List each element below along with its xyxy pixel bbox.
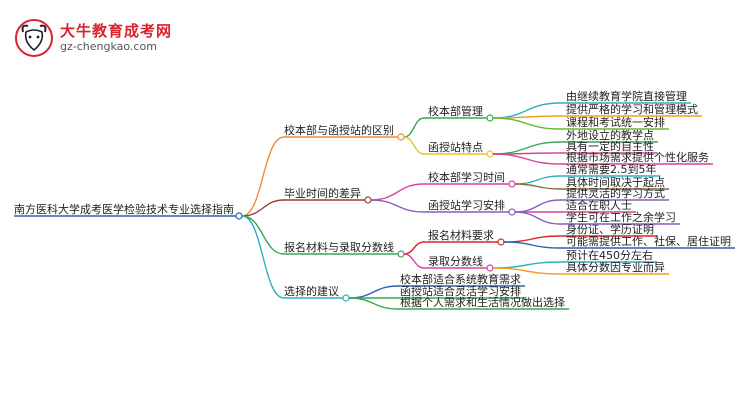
leaf-label: 具体分数因专业而异 [566, 260, 665, 274]
leaf-label: 校本部适合系统教育需求 [400, 272, 521, 286]
leaf-connector [503, 235, 561, 243]
leaf-label: 提供灵活的学习方式 [566, 186, 665, 200]
branch-child-connector [403, 253, 425, 269]
leaf-connector [492, 267, 561, 275]
leaf-connector [514, 183, 561, 190]
leaf-connector [514, 199, 561, 213]
leaf-label: 由继续教育学院直接管理 [566, 89, 687, 103]
leaf-label: 身份证、学历证明 [566, 222, 654, 236]
leaf-connector [503, 241, 561, 249]
sub-branch-label: 校本部管理 [428, 104, 483, 118]
leaf-label: 具有一定的自主性 [566, 139, 654, 153]
root-label: 南方医科大学成考医学检验技术专业选择指南 [14, 202, 234, 216]
leaf-label: 预计在450分左右 [566, 248, 653, 262]
branch-knot [397, 133, 405, 141]
branch-child-connector [370, 199, 425, 213]
branch-knot [364, 196, 372, 204]
root-branch-connector [241, 199, 285, 217]
sub-branch-label: 录取分数线 [428, 254, 483, 268]
sub-branch-knot [508, 208, 516, 216]
leaf-label: 具体时间取决于起点 [566, 175, 665, 189]
sub-branch-knot [486, 114, 494, 122]
sub-branch-knot [486, 264, 494, 272]
sub-branch-knot [508, 180, 516, 188]
leaf-connector [514, 211, 561, 225]
branch-label: 选择的建议 [284, 284, 339, 298]
branch-knot [342, 294, 350, 302]
leaf-connector [348, 285, 399, 299]
leaf-connector [492, 153, 561, 165]
leaf-label: 外地设立的教学点 [566, 128, 654, 142]
leaf-connector [492, 261, 561, 269]
root-branch-connector [241, 215, 285, 255]
leaf-label: 根据市场需求提供个性化服务 [566, 150, 709, 164]
sub-branch-label: 函授站特点 [428, 140, 483, 154]
leaf-label: 提供严格的学习和管理模式 [566, 102, 698, 116]
leaf-label: 通常需要2.5到5年 [566, 162, 657, 176]
brand-url: gz-chengkao.com [60, 40, 157, 53]
brand-title: 大牛教育成考网 [60, 22, 173, 40]
sub-branch-knot [497, 238, 505, 246]
branch-child-connector [403, 241, 425, 255]
leaf-connector [492, 141, 561, 155]
leaf-label: 课程和考试统一安排 [566, 115, 665, 129]
sub-branch-label: 函授站学习安排 [428, 198, 505, 212]
leaf-connector [492, 117, 561, 130]
brand-header: 大牛教育成考网 gz-chengkao.com [14, 18, 194, 58]
root-branch-connector [241, 215, 285, 299]
leaf-connector [514, 175, 561, 185]
branch-child-connector [403, 117, 425, 138]
leaf-label: 可能需提供工作、社保、居住证明 [566, 234, 731, 248]
leaf-label: 学生可在工作之余学习 [566, 210, 676, 224]
branch-label: 报名材料与录取分数线 [284, 240, 394, 254]
leaf-label: 函授站适合灵活学习安排 [400, 284, 521, 298]
sub-branch-knot [486, 150, 494, 158]
branch-label: 毕业时间的差异 [284, 186, 361, 200]
branch-child-connector [370, 183, 425, 201]
root-branch-connector [241, 136, 285, 217]
branch-child-connector [403, 136, 425, 155]
root-knot [235, 212, 243, 220]
ox-head-logo-icon [15, 19, 53, 57]
branch-label: 校本部与函授站的区别 [284, 123, 394, 137]
sub-branch-label: 报名材料要求 [428, 228, 494, 242]
sub-branch-label: 校本部学习时间 [428, 170, 505, 184]
leaf-label: 适合在职人士 [566, 198, 632, 212]
leaf-label: 根据个人需求和生活情况做出选择 [400, 295, 565, 309]
branch-knot [397, 250, 405, 258]
leaf-connector [348, 297, 399, 310]
